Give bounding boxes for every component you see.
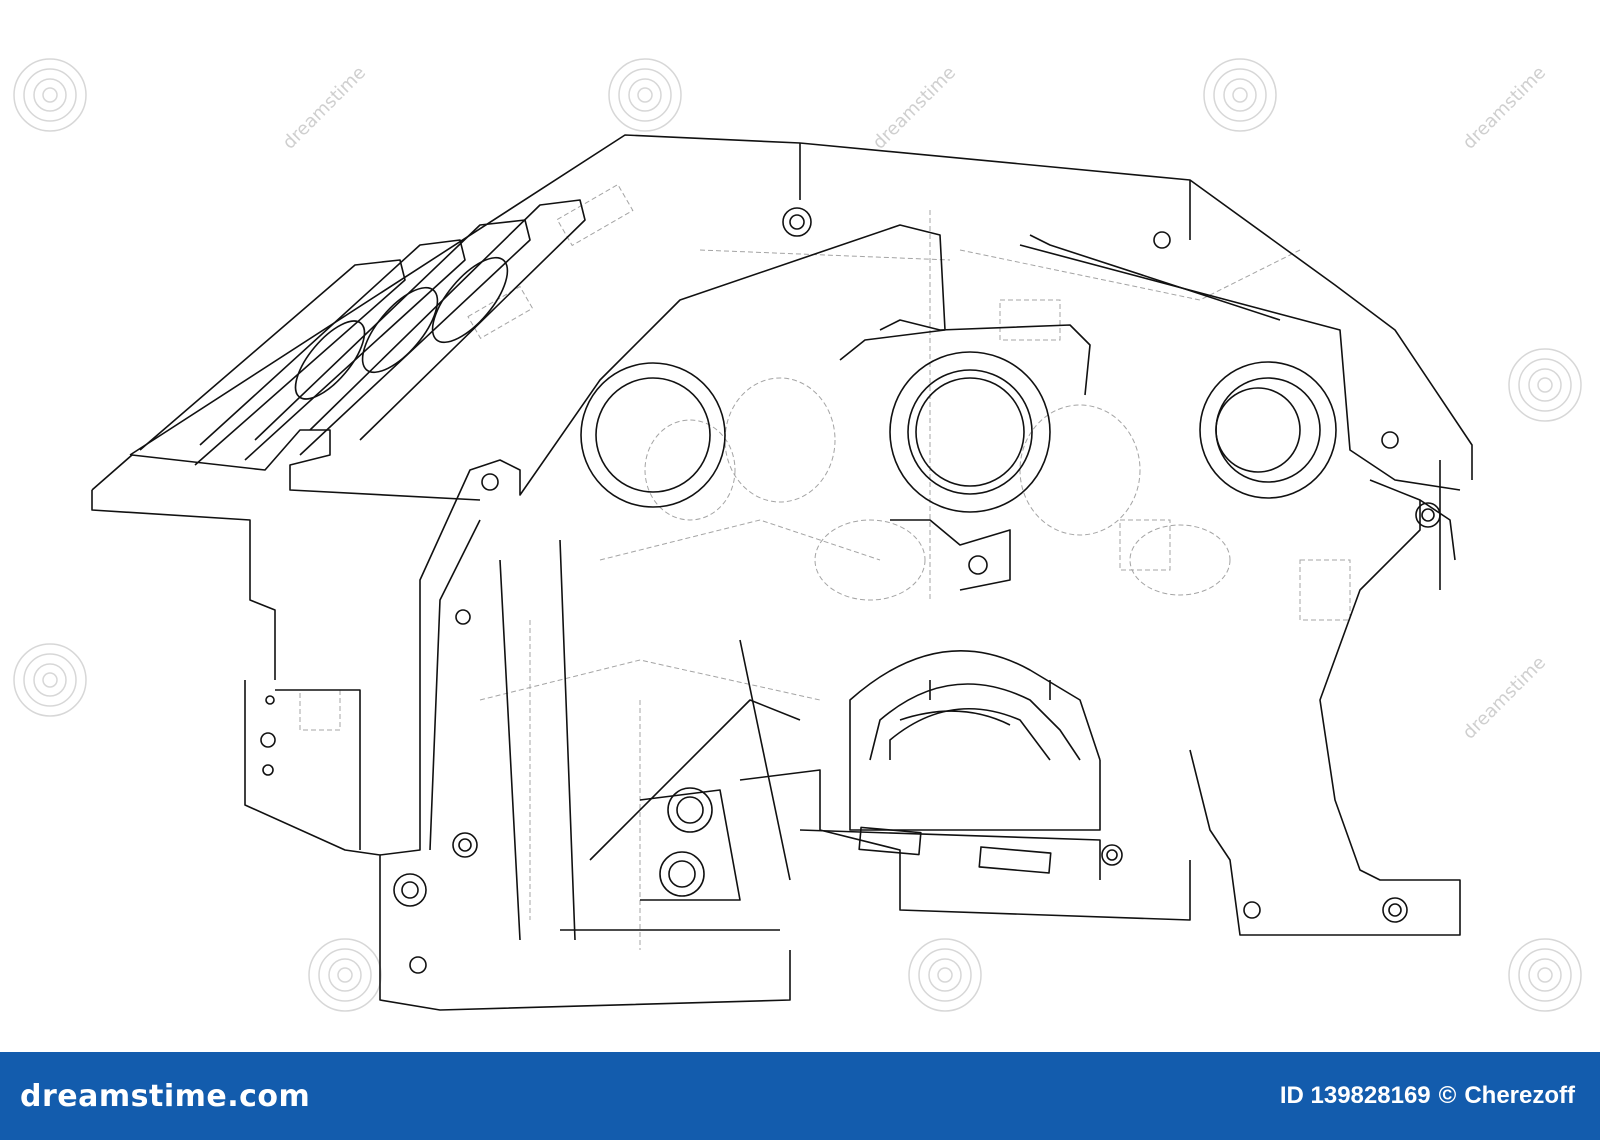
image-id: ID 139828169: [1279, 1082, 1431, 1109]
copyright-icon: ©: [1438, 1082, 1457, 1109]
engine-block-drawing: dreamstime dreamstime dreamstime dreamst…: [13, 58, 1582, 1012]
watermark-spirals: [13, 58, 1582, 1012]
svg-text:dreamstime: dreamstime: [869, 62, 960, 153]
image-credit: ID 139828169 © Cherezoff: [1280, 1082, 1575, 1110]
stock-footer-bar: dreamstime.com ID 139828169 © Cherezoff: [0, 1052, 1600, 1140]
watermark-text-marks: dreamstime dreamstime dreamstime dreamst…: [279, 62, 1550, 743]
author-name[interactable]: Cherezoff: [1464, 1082, 1575, 1109]
block-outline: [91, 134, 1473, 1011]
svg-text:dreamstime: dreamstime: [279, 62, 370, 153]
svg-text:dreamstime: dreamstime: [1459, 652, 1550, 743]
svg-text:dreamstime: dreamstime: [1459, 62, 1550, 153]
dreamstime-logo[interactable]: dreamstime.com: [20, 1078, 311, 1114]
